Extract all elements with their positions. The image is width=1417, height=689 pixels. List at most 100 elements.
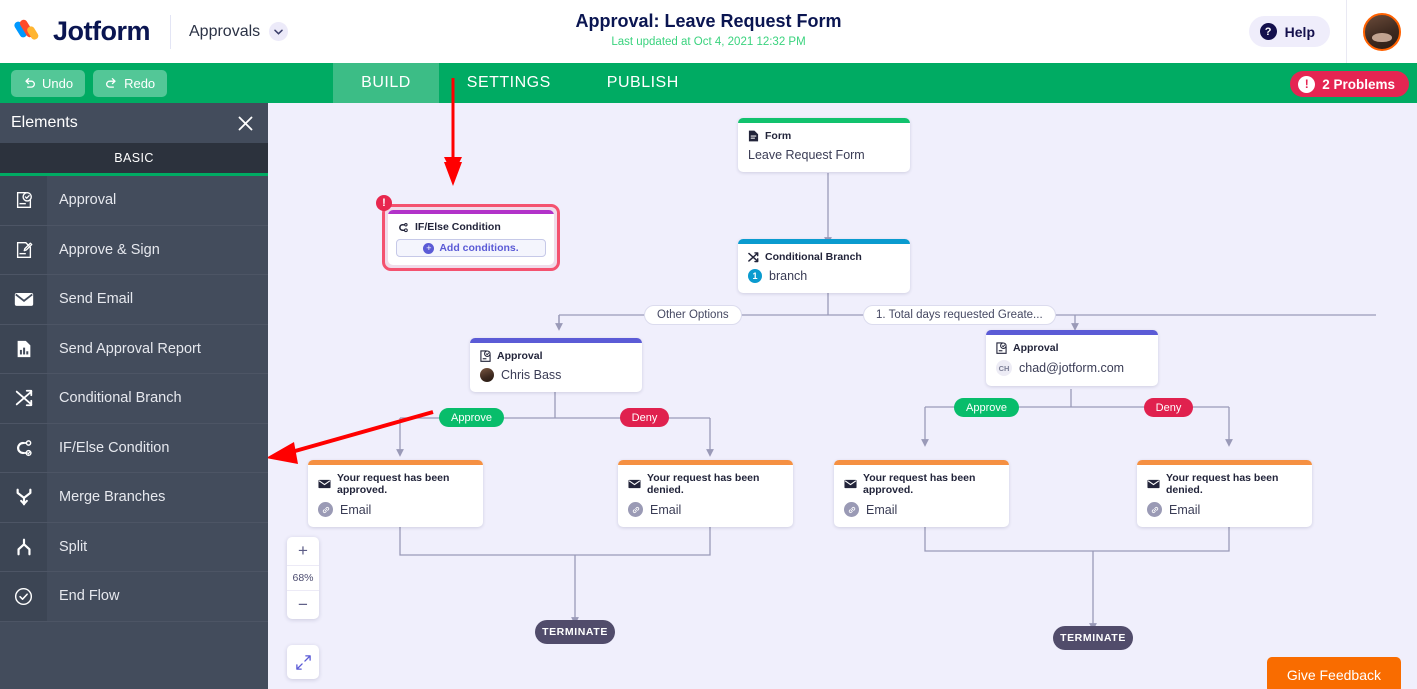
node-email-approved-left[interactable]: Your request has been approved. Email (308, 460, 483, 527)
add-conditions-button[interactable]: + Add conditions. (396, 239, 546, 257)
zoom-level: 68% (287, 565, 319, 591)
node-body: Email (1137, 498, 1312, 527)
node-form[interactable]: Form Leave Request Form (738, 118, 910, 172)
conditional-branch-icon (748, 251, 759, 263)
sidebar-item-send-email[interactable]: Send Email (0, 275, 268, 325)
node-email-denied-left[interactable]: Your request has been denied. Email (618, 460, 793, 527)
pill-approve-right[interactable]: Approve (954, 398, 1019, 417)
link-icon (1147, 502, 1162, 517)
node-title: Leave Request Form (748, 148, 865, 162)
node-accent (834, 460, 1009, 465)
node-header: Your request has been approved. (834, 465, 1009, 498)
node-accent (738, 118, 910, 123)
pill-deny-left[interactable]: Deny (620, 408, 669, 427)
terminate-node-right[interactable]: TERMINATE (1053, 626, 1133, 650)
problems-badge[interactable]: ! 2 Problems (1290, 71, 1409, 97)
node-body: Leave Request Form (738, 144, 910, 172)
node-body: Email (834, 498, 1009, 527)
pill-deny-right[interactable]: Deny (1144, 398, 1193, 417)
envelope-icon (318, 479, 331, 489)
if-else-condition-icon (0, 423, 47, 472)
node-title: branch (769, 269, 808, 283)
question-mark-icon: ? (1259, 23, 1277, 40)
approvals-menu-label: Approvals (189, 22, 261, 40)
fit-screen-button[interactable] (287, 645, 319, 679)
node-subtitle: Email (1169, 502, 1201, 517)
tab-build[interactable]: BUILD (333, 63, 439, 103)
approval-icon (996, 342, 1007, 354)
header-actions: ? Help (1248, 0, 1417, 63)
node-title: Your request has been denied. (647, 472, 760, 496)
node-accent (388, 210, 554, 214)
form-document-icon (748, 130, 759, 142)
node-subtitle: Email (340, 502, 372, 517)
elements-sidebar: Elements BASIC Approval Approve & Sign S… (0, 103, 268, 689)
sidebar-item-if-else-condition[interactable]: IF/Else Condition (0, 423, 268, 473)
node-header: Form (738, 123, 910, 144)
node-header: Approval (470, 343, 642, 364)
sidebar-item-split[interactable]: Split (0, 522, 268, 572)
tab-publish-label: PUBLISH (606, 74, 679, 91)
zoom-controls: + 68% − (287, 537, 319, 619)
node-title: Your request has been denied. (1166, 472, 1279, 496)
undo-label: Undo (42, 75, 74, 91)
envelope-icon (844, 479, 857, 489)
approval-icon (480, 350, 491, 362)
approvals-menu[interactable]: Approvals (189, 22, 289, 41)
node-if-else-condition[interactable]: IF/Else Condition + Add conditions. ! (376, 195, 560, 271)
envelope-icon (1147, 479, 1160, 489)
tab-publish[interactable]: PUBLISH (579, 63, 707, 103)
sidebar-item-approve-sign[interactable]: Approve & Sign (0, 225, 268, 275)
user-avatar[interactable] (1363, 12, 1401, 51)
jotform-logo-icon (14, 17, 44, 47)
approval-icon (0, 176, 47, 225)
node-type-label: Approval (497, 350, 543, 362)
node-accent (986, 330, 1158, 335)
close-icon[interactable] (237, 115, 254, 132)
assignee-name: chad@jotform.com (1019, 361, 1125, 375)
node-header: Conditional Branch (738, 244, 910, 265)
sidebar-item-end-flow[interactable]: End Flow (0, 572, 268, 622)
node-title: Your request has been approved. (863, 472, 976, 496)
node-approval-right[interactable]: Approval CH chad@jotform.com (986, 330, 1158, 386)
flow-connectors (396, 173, 1376, 631)
terminate-node-left[interactable]: TERMINATE (535, 620, 615, 644)
brand-divider (170, 14, 171, 49)
zoom-out-button[interactable]: − (298, 595, 308, 614)
node-email-denied-right[interactable]: Your request has been denied. Email (1137, 460, 1312, 527)
sidebar-section-basic: BASIC (0, 143, 268, 176)
envelope-icon (628, 479, 641, 489)
node-conditional-branch[interactable]: Conditional Branch 1 branch (738, 239, 910, 293)
redo-label: Redo (124, 75, 156, 91)
sidebar-item-send-approval-report[interactable]: Send Approval Report (0, 324, 268, 374)
sidebar-item-approval[interactable]: Approval (0, 176, 268, 226)
node-accent (1137, 460, 1312, 465)
node-accent (308, 460, 483, 465)
exclamation-icon: ! (1298, 75, 1316, 93)
tab-settings[interactable]: SETTINGS (439, 63, 579, 103)
node-error-badge: ! (376, 195, 392, 211)
split-icon (0, 522, 47, 571)
sidebar-item-conditional-branch[interactable]: Conditional Branch (0, 374, 268, 424)
node-approval-left[interactable]: Approval Chris Bass (470, 338, 642, 392)
assignee-name: Chris Bass (501, 368, 562, 382)
sidebar-item-merge-branches[interactable]: Merge Branches (0, 473, 268, 523)
top-header: Jotform Approvals Approval: Leave Reques… (0, 0, 1417, 63)
undo-button[interactable]: Undo (11, 69, 86, 97)
sidebar-item-label: Split (59, 538, 88, 555)
plus-circle-icon: + (423, 242, 435, 254)
node-title: Your request has been approved. (337, 472, 450, 496)
help-button[interactable]: ? Help (1248, 16, 1330, 47)
branch-label-other-options[interactable]: Other Options (644, 305, 742, 325)
redo-button[interactable]: Redo (93, 69, 168, 97)
sidebar-item-label: Conditional Branch (59, 390, 182, 407)
undo-redo-group: Undo Redo (0, 63, 168, 103)
node-email-approved-right[interactable]: Your request has been approved. Email (834, 460, 1009, 527)
fit-screen-icon (295, 654, 312, 671)
give-feedback-button[interactable]: Give Feedback (1266, 657, 1401, 689)
branch-label-condition-1[interactable]: 1. Total days requested Greate... (863, 305, 1056, 325)
sidebar-item-label: End Flow (59, 588, 120, 605)
zoom-in-button[interactable]: + (298, 541, 308, 560)
flow-canvas[interactable]: Form Leave Request Form Conditional Bran… (268, 103, 1417, 689)
pill-approve-left[interactable]: Approve (439, 408, 504, 427)
